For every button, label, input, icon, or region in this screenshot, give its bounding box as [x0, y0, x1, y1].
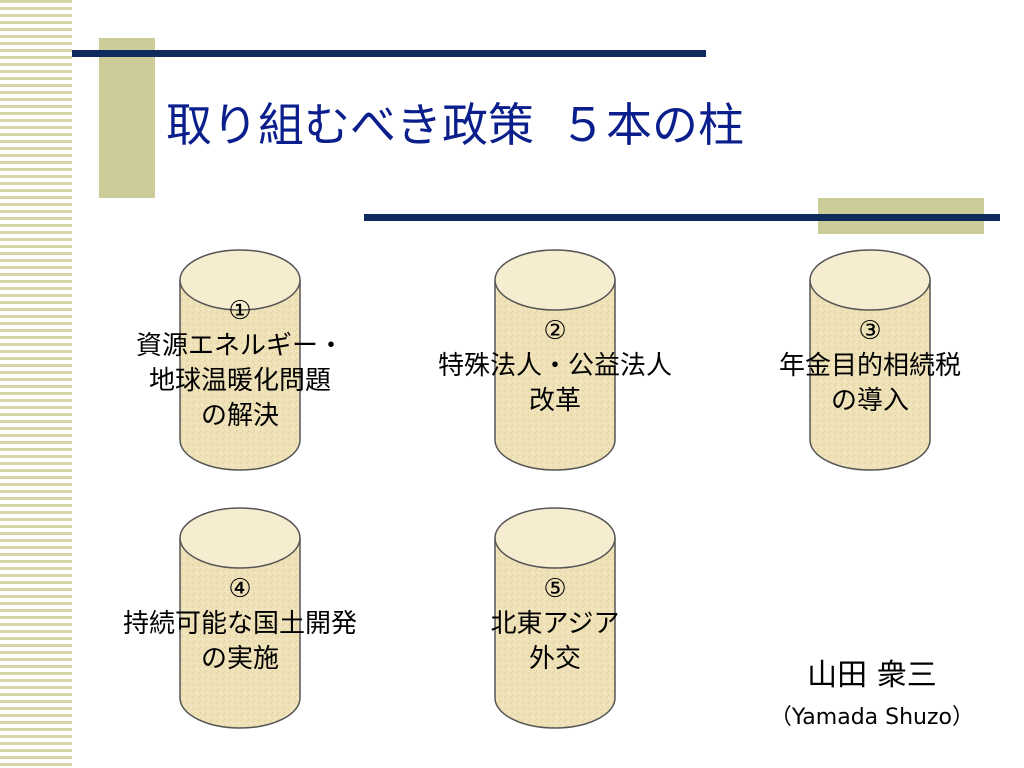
pillar-label-1: ① 資源エネルギー・ 地球温暖化問題 の解決: [90, 294, 390, 434]
pillar-cylinder-2: [494, 249, 616, 471]
title-number: ５本の柱: [560, 98, 744, 152]
pillar-number: ③: [858, 316, 882, 346]
pillar-number: ⑤: [543, 574, 567, 604]
pillar-text-line: 改革: [528, 386, 581, 416]
slide-title: 取り組むべき政策 ５本の柱: [166, 90, 744, 160]
pillar-text-line: の導入: [830, 386, 909, 416]
pillar-number: ①: [228, 296, 252, 326]
pillar-cylinder-3: [809, 249, 931, 471]
pillar-text-line: の実施: [200, 644, 279, 674]
accent-block-top-left: [99, 38, 155, 198]
pillar-cylinder-5: [494, 507, 616, 729]
pillar-number: ④: [228, 574, 252, 604]
pillar-label-3: ③ 年金目的相続税 の導入: [730, 314, 1010, 419]
pillar-text-line: 外交: [528, 644, 581, 674]
title-main: 取り組むべき政策: [166, 98, 534, 152]
pillar-text-line: の解決: [200, 401, 279, 431]
bottom-rule: [364, 214, 1000, 221]
pillar-label-4: ④ 持続可能な国土開発 の実施: [70, 572, 410, 677]
pillar-label-2: ② 特殊法人・公益法人 改革: [385, 314, 725, 419]
pillar-cylinder-4: [179, 507, 301, 729]
left-stripe-decoration: [0, 0, 72, 768]
pillar-text-line: 資源エネルギー・: [135, 331, 344, 361]
pillar-text-line: 持続可能な国土開発: [122, 609, 357, 639]
pillar-text-line: 地球温暖化問題: [148, 366, 331, 396]
pillar-text-line: 年金目的相続税: [778, 351, 961, 381]
pillar-cylinder-1: [179, 249, 301, 471]
author-romaji: （Yamada Shuzo）: [769, 705, 974, 730]
pillar-text-line: 特殊法人・公益法人: [437, 351, 672, 381]
author-block: 山田 衆三 （Yamada Shuzo）: [770, 652, 974, 736]
pillar-text-line: 北東アジア: [490, 609, 620, 639]
pillar-label-5: ⑤ 北東アジア 外交: [425, 572, 685, 677]
pillar-number: ②: [543, 316, 567, 346]
author-name: 山田 衆三: [807, 658, 937, 693]
top-rule: [72, 50, 706, 57]
